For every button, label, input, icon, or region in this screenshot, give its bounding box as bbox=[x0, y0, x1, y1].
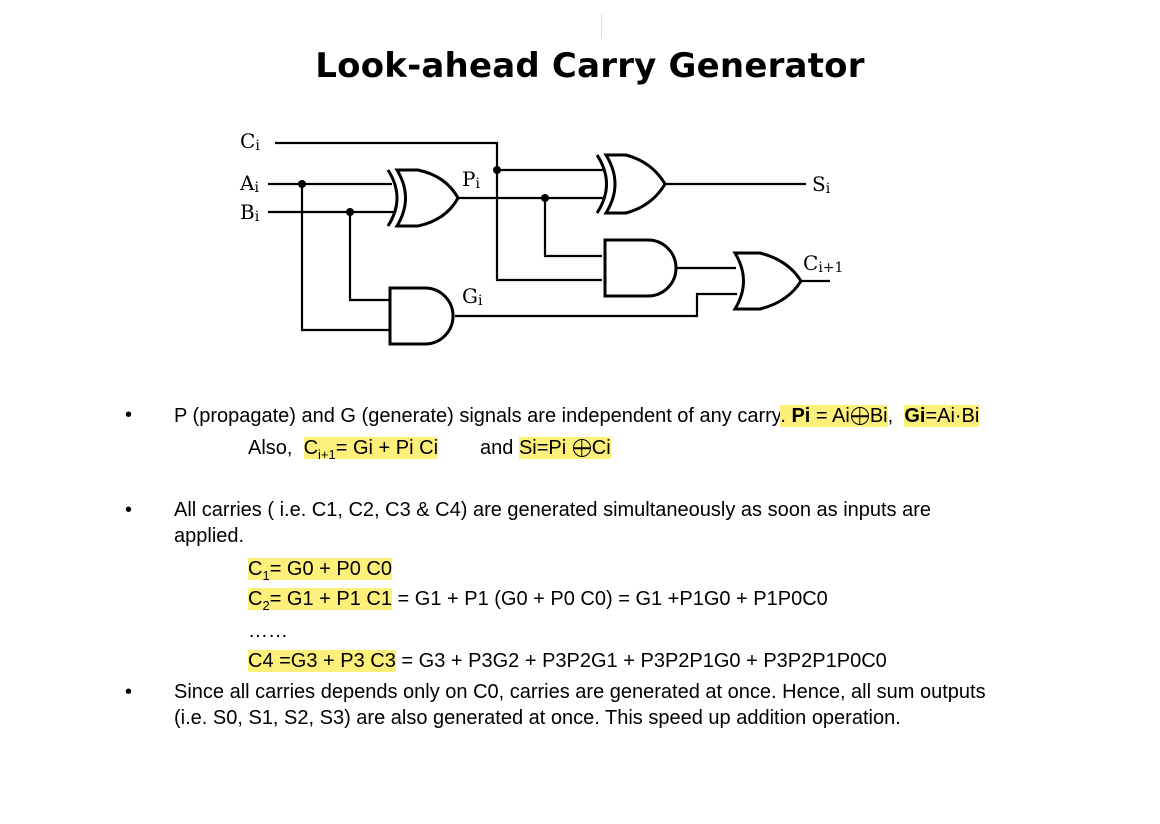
bullet-marker-2: • bbox=[125, 499, 133, 521]
or-gate bbox=[732, 251, 803, 311]
equation-c1: C1= G0 + P0 C0 bbox=[248, 558, 392, 583]
bullet-marker-1: • bbox=[125, 404, 133, 426]
label-pi: Pi bbox=[462, 167, 480, 192]
bullet-3-line-1: Since all carries depends only on C0, ca… bbox=[174, 681, 986, 703]
label-ci-plus-1: Ci+1 bbox=[803, 251, 843, 276]
sum-equation: Si=Pi Ci bbox=[518, 437, 611, 459]
bullet-1-text: P (propagate) and G (generate) signals a… bbox=[174, 405, 781, 427]
label-si: Si bbox=[812, 172, 831, 197]
xor-symbol-icon bbox=[850, 407, 869, 425]
bullet-2-line-2: applied. bbox=[174, 525, 245, 547]
equation-c4: C4 =G3 + P3 C3 = G3 + P3G2 + P3P2G1 + P3… bbox=[248, 650, 887, 672]
xor-gate-2 bbox=[595, 153, 667, 215]
and-gate-pc bbox=[603, 238, 678, 298]
bullet-marker-3: • bbox=[125, 681, 133, 703]
wires bbox=[268, 141, 830, 332]
bullet-2-line-1: All carries ( i.e. C1, C2, C3 & C4) are … bbox=[174, 499, 932, 521]
label-ai: Ai bbox=[239, 171, 259, 196]
and-gate-gi bbox=[388, 286, 455, 346]
label-bi: Bi bbox=[240, 200, 260, 225]
xor-symbol-icon bbox=[572, 439, 591, 457]
xor-gate-1 bbox=[386, 168, 460, 228]
junction-dots bbox=[298, 166, 549, 216]
carry-circuit-diagram: Ci Ai Bi Pi Gi Si Ci+1 bbox=[239, 129, 843, 346]
label-ci: Ci bbox=[240, 129, 260, 154]
gi-equation: Gi=Ai·Bi bbox=[904, 405, 980, 427]
label-gi: Gi bbox=[462, 284, 483, 309]
equation-ellipsis: …… bbox=[248, 620, 288, 642]
bullet-1-line-1: P (propagate) and G (generate) signals a… bbox=[174, 405, 980, 427]
bullet-3-line-2: (i.e. S0, S1, S2, S3) are also generated… bbox=[174, 707, 901, 729]
text-cursor-mark bbox=[601, 14, 602, 38]
carry-next-equation: Ci+1= Gi + Pi Ci bbox=[303, 437, 439, 462]
page-title: Look-ahead Carry Generator bbox=[315, 46, 865, 86]
equation-c2: C2= G1 + P1 C1 = G1 + P1 (G0 + P0 C0) = … bbox=[248, 588, 828, 613]
